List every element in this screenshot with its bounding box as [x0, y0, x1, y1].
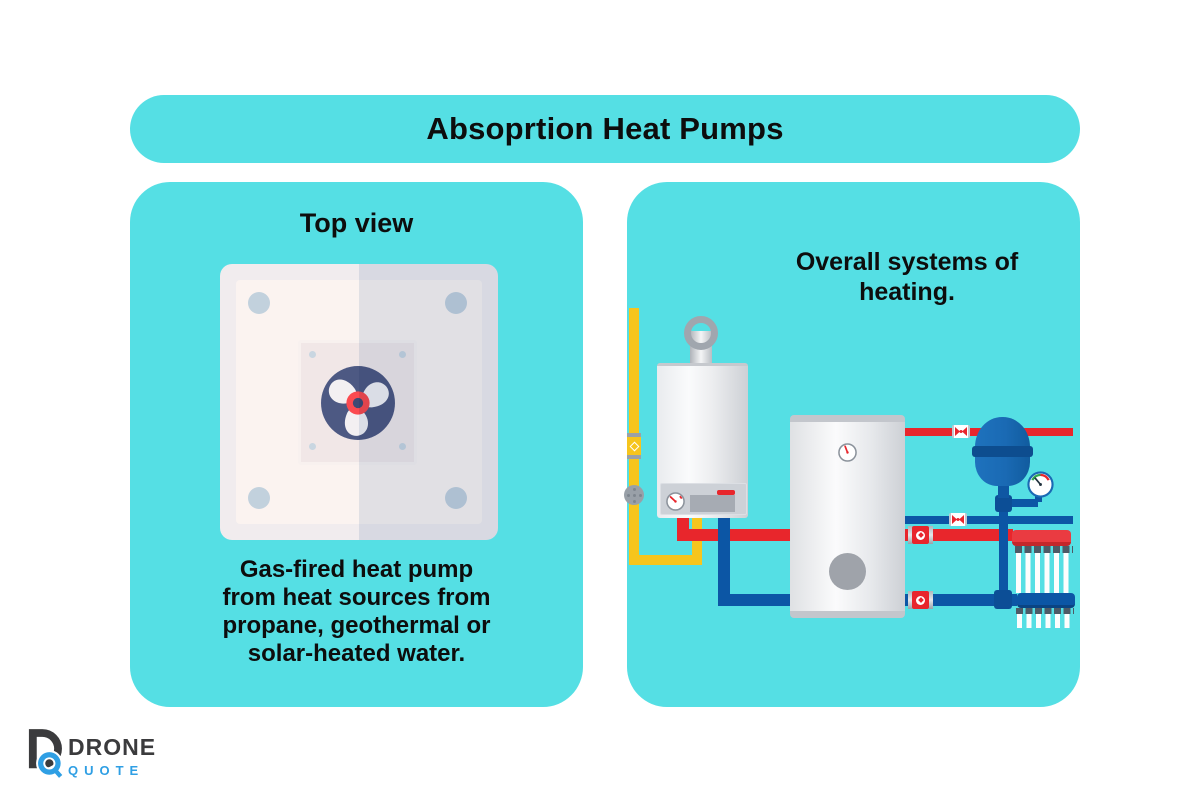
supply-manifold	[1012, 530, 1071, 546]
page-title: Absoprtion Heat Pumps	[426, 111, 784, 146]
heat-pump-top-view-illustration	[220, 264, 498, 540]
caption-line: from heat sources from	[222, 584, 491, 611]
manifold-tubes	[1016, 546, 1072, 593]
heating-system-card: Overall systems of heating.	[624, 182, 1080, 707]
caption-line: Gas-fired heat pump	[239, 556, 474, 583]
valve-cap	[627, 433, 641, 437]
tank-access-port	[829, 553, 866, 590]
valve-body	[912, 526, 929, 544]
header-banner: Absoprtion Heat Pumps	[130, 95, 1080, 163]
logo-brand-bottom: QUOTE	[68, 763, 145, 778]
valve-window	[629, 441, 639, 451]
title-line: heating.	[859, 277, 955, 306]
logo-brand-top: DRONE	[68, 734, 157, 760]
shutoff-valve	[908, 591, 933, 609]
heating-system-title: Overall systems of heating.	[747, 248, 1067, 307]
bolt-dots	[633, 494, 636, 497]
gas-pipe-horizontal	[629, 555, 702, 565]
valve-handle	[916, 530, 925, 540]
screw-icon	[309, 443, 316, 450]
valve-cap	[627, 455, 641, 459]
return-pipe-riser	[718, 518, 730, 606]
screw-icon	[248, 487, 270, 509]
boiler-red-stripe	[717, 490, 735, 495]
boiler-display	[690, 495, 735, 512]
valve-handle	[916, 595, 925, 605]
gauge-icon	[838, 443, 857, 462]
cold-water-pipe-middle	[895, 516, 1073, 524]
return-manifold	[1017, 593, 1075, 608]
inline-valve	[949, 513, 967, 526]
valve-cap	[929, 591, 933, 609]
top-view-title: Top view	[299, 208, 414, 238]
valve-cap	[908, 526, 912, 544]
caption-line: propane, geothermal or	[222, 612, 491, 639]
dronequote-mark-icon	[28, 729, 64, 778]
inline-valve	[952, 425, 970, 438]
top-view-card: Top view	[130, 182, 583, 707]
vessel-band	[972, 446, 1033, 457]
gas-valve	[627, 433, 641, 459]
manifold-tube-caps	[1016, 608, 1074, 614]
vessel-neck	[998, 485, 1009, 498]
top-view-caption: Gas-fired heat pump from heat sources fr…	[130, 556, 583, 668]
two-tone-shade	[359, 264, 498, 540]
screw-icon	[309, 351, 316, 358]
valve-body	[912, 591, 929, 609]
heating-system-illustration	[624, 182, 1080, 707]
vessel-pipe-vertical	[999, 500, 1008, 600]
valve-cap	[929, 526, 933, 544]
screw-icon	[248, 292, 270, 314]
title-line: Overall systems of	[795, 248, 1019, 276]
valve-body	[627, 437, 641, 455]
pressure-gauge-icon	[1027, 471, 1054, 498]
gauge-icon	[666, 492, 685, 511]
logo-text: DRONE QUOTE	[68, 734, 156, 778]
gas-meter-flange	[624, 485, 644, 505]
gas-pipe-riser	[692, 518, 702, 565]
pipe-junction	[995, 495, 1012, 512]
valve-cap	[908, 591, 912, 609]
shutoff-valve	[908, 526, 933, 544]
dronequote-logo: DRONE QUOTE	[25, 728, 156, 778]
gauge-arm-pipe	[1008, 499, 1038, 507]
pipe-junction	[994, 590, 1012, 609]
caption-line: solar-heated water.	[247, 640, 466, 667]
chimney-ring	[684, 316, 718, 350]
manifold-tube-caps	[1015, 546, 1073, 553]
